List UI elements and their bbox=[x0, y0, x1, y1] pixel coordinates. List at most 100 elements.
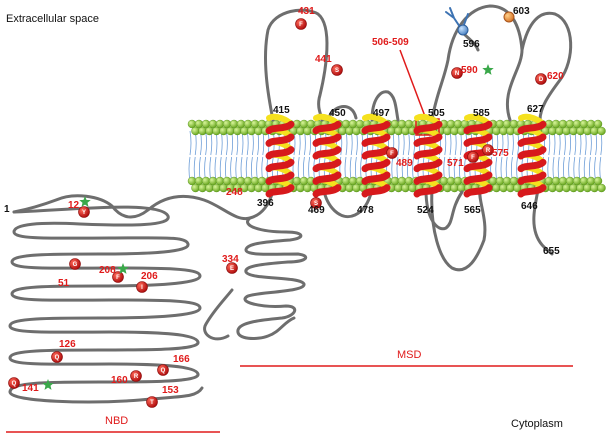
mutation-residue: I bbox=[136, 281, 148, 293]
nbd-label: NBD bbox=[105, 415, 128, 427]
lipid-head bbox=[250, 119, 260, 129]
position-label-450: 450 bbox=[329, 108, 346, 119]
mutation-label-51: 51 bbox=[58, 278, 70, 289]
mutation-label-590: 590 bbox=[461, 65, 478, 76]
position-label-505: 505 bbox=[428, 108, 445, 119]
msd-cyto-folds bbox=[236, 216, 308, 340]
star-icon bbox=[117, 263, 129, 274]
residue-letter: N bbox=[455, 71, 459, 77]
cytoplasm-label: Cytoplasm bbox=[511, 418, 563, 430]
mutation-label-12: 12 bbox=[68, 200, 80, 211]
lipid-head bbox=[506, 126, 515, 136]
helix-front-strand bbox=[413, 184, 443, 198]
position-label-585: 585 bbox=[473, 108, 490, 119]
lipid-head bbox=[257, 119, 267, 129]
helix-front-strand bbox=[413, 171, 443, 185]
lipid-head bbox=[299, 176, 309, 186]
lipid-head bbox=[576, 183, 585, 193]
helix-front-strand bbox=[265, 146, 295, 160]
position-label-478: 478 bbox=[357, 205, 374, 216]
lipid-tail bbox=[246, 130, 249, 156]
lipid-head bbox=[446, 176, 456, 186]
lipid-head bbox=[583, 126, 592, 136]
lipid-head bbox=[341, 119, 351, 129]
glycan-icon bbox=[445, 7, 469, 31]
lipid-head bbox=[593, 119, 603, 129]
helix-front-strand bbox=[312, 133, 342, 147]
lipid-head bbox=[597, 183, 606, 193]
lipid-head bbox=[579, 119, 589, 129]
lipid-tail bbox=[226, 130, 228, 156]
helix-front-strand bbox=[517, 158, 547, 173]
lipid-tail bbox=[251, 156, 253, 182]
position-label-469: 469 bbox=[308, 205, 325, 216]
loop-646-655 bbox=[532, 188, 554, 256]
residue-letter: R bbox=[486, 148, 491, 154]
helix-front-strand bbox=[312, 158, 342, 173]
helix-front-strand bbox=[265, 133, 295, 147]
mutation-label-126: 126 bbox=[59, 339, 76, 350]
mutation-residue: E bbox=[226, 262, 238, 274]
msd-loops bbox=[263, 4, 573, 272]
loop-524-565 bbox=[424, 188, 464, 231]
lipid-head bbox=[390, 176, 400, 186]
residue-letter: E bbox=[230, 266, 234, 272]
lipid-head bbox=[352, 183, 361, 193]
lipid-head bbox=[509, 119, 519, 129]
mutation-residue: S bbox=[310, 197, 322, 209]
lipid-head bbox=[502, 176, 512, 186]
lipid-tail bbox=[590, 130, 592, 156]
lipid-head bbox=[394, 183, 403, 193]
lipid-head bbox=[397, 119, 407, 129]
lipid-head bbox=[544, 176, 554, 186]
lipid-head bbox=[572, 119, 582, 129]
mutation-label-153: 153 bbox=[162, 385, 179, 396]
lipid-head bbox=[495, 119, 505, 129]
loop-396-415 bbox=[263, 8, 329, 122]
mutation-label-441: 441 bbox=[315, 54, 332, 65]
lipid-tail bbox=[189, 130, 192, 156]
lipid-tail bbox=[573, 156, 576, 182]
helix-front-strand bbox=[265, 184, 295, 198]
position-label-497: 497 bbox=[373, 108, 390, 119]
lipid-head bbox=[404, 176, 414, 186]
mutation-residue: N bbox=[451, 67, 463, 79]
helix-front-strand bbox=[361, 158, 391, 173]
residue-letter: Y bbox=[82, 210, 86, 216]
mutation-label-620: 620 bbox=[547, 71, 564, 82]
mutation-residue: Y bbox=[78, 206, 90, 218]
lipid-tail bbox=[193, 156, 196, 182]
position-label-655: 655 bbox=[543, 246, 560, 257]
lipid-tail bbox=[412, 156, 414, 182]
helix-front-strand bbox=[517, 146, 547, 160]
lipid-head bbox=[576, 126, 585, 136]
lipid-tail bbox=[230, 156, 232, 182]
position-label-396: 396 bbox=[257, 198, 274, 209]
position-label-646: 646 bbox=[521, 201, 538, 212]
helix-4 bbox=[413, 113, 443, 198]
lipid-head bbox=[257, 176, 267, 186]
lipid-tail bbox=[449, 130, 452, 156]
lipid-head bbox=[450, 183, 459, 193]
lipid-head bbox=[443, 126, 452, 136]
mutation-label-160: 160 bbox=[111, 375, 128, 386]
stars bbox=[42, 64, 494, 390]
mutation-label-206: 206 bbox=[141, 271, 158, 282]
lipid-head bbox=[303, 183, 312, 193]
helix-front-strand bbox=[361, 146, 391, 160]
lipid-head bbox=[355, 119, 365, 129]
lipid-head bbox=[499, 126, 508, 136]
mutation-residue: R bbox=[482, 144, 494, 156]
residue-letter: S bbox=[335, 68, 339, 74]
transmembrane-helices bbox=[265, 113, 547, 198]
star-icon bbox=[79, 196, 91, 207]
lipid-tail bbox=[309, 130, 311, 156]
mutation-residue: T bbox=[146, 396, 158, 408]
lipid-head bbox=[401, 126, 410, 136]
mutation-label-431: 431 bbox=[298, 6, 315, 17]
position-label-596: 596 bbox=[463, 39, 480, 50]
helix-3 bbox=[361, 113, 391, 198]
